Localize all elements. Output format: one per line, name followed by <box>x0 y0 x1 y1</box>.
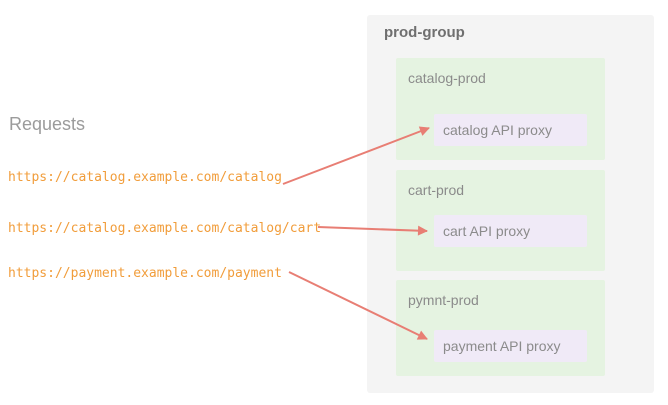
prod-group-container: prod-group catalog-prod catalog API prox… <box>367 15 654 393</box>
environment-box-pymnt-prod: pymnt-prod payment API proxy <box>396 280 605 376</box>
proxy-box-catalog: catalog API proxy <box>434 114 587 146</box>
proxy-label: cart API proxy <box>443 223 531 239</box>
proxy-label: payment API proxy <box>443 338 561 354</box>
proxy-box-cart: cart API proxy <box>434 215 587 247</box>
prod-group-label: prod-group <box>384 24 465 41</box>
proxy-label: catalog API proxy <box>443 122 552 138</box>
environment-box-cart-prod: cart-prod cart API proxy <box>396 170 605 271</box>
request-url-catalog-cart: https://catalog.example.com/catalog/cart <box>8 221 322 236</box>
environment-label: cart-prod <box>408 182 465 198</box>
environment-label: catalog-prod <box>408 70 486 86</box>
proxy-box-payment: payment API proxy <box>434 330 587 362</box>
requests-title: Requests <box>9 114 86 134</box>
request-url-catalog: https://catalog.example.com/catalog <box>8 170 282 185</box>
environment-box-catalog-prod: catalog-prod catalog API proxy <box>396 58 605 160</box>
environment-label: pymnt-prod <box>408 292 479 308</box>
request-url-payment: https://payment.example.com/payment <box>8 266 282 281</box>
